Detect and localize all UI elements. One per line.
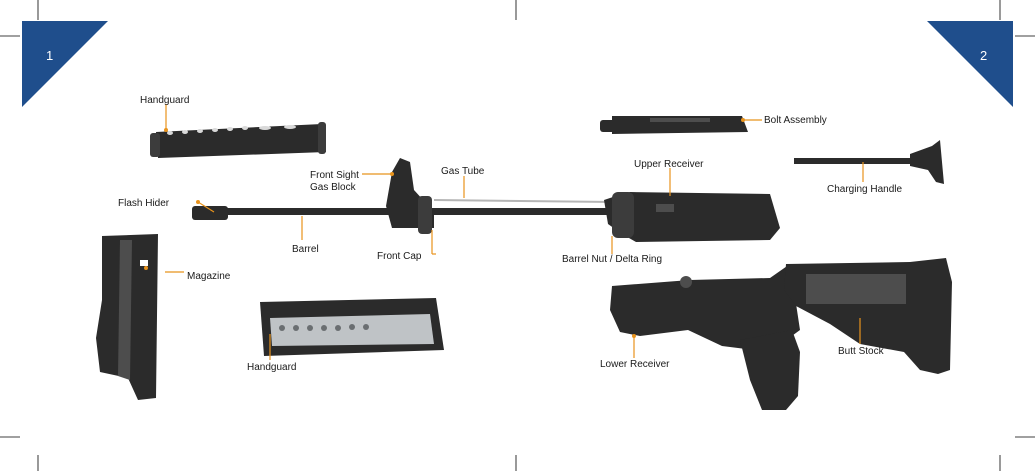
page-corner-right	[927, 21, 1013, 107]
label-gas-block: Gas Block	[310, 182, 357, 193]
label-lower-receiver: Lower Receiver	[600, 359, 670, 370]
label-magazine: Magazine	[187, 271, 231, 282]
label-front-sight: Front Sight	[310, 170, 359, 181]
lower-receiver-part	[610, 264, 800, 410]
page-number-left: 1	[46, 48, 53, 63]
charging-handle-part	[794, 140, 944, 184]
upper-receiver-part	[604, 192, 780, 242]
handguard-bottom-part	[260, 298, 444, 356]
label-barrel-nut: Barrel Nut / Delta Ring	[562, 254, 662, 265]
page-number-right: 2	[980, 48, 987, 63]
label-charging-handle: Charging Handle	[827, 184, 902, 195]
page-corner-left	[22, 21, 108, 107]
label-handguard-top: Handguard	[140, 95, 189, 106]
label-barrel: Barrel	[292, 244, 319, 255]
label-bolt-assembly: Bolt Assembly	[764, 115, 827, 126]
bolt-assembly-part	[600, 116, 748, 134]
label-butt-stock: Butt Stock	[838, 346, 885, 357]
label-handguard-bottom: Handguard	[247, 362, 296, 373]
gas-tube-part	[434, 200, 614, 202]
label-gas-tube: Gas Tube	[441, 166, 485, 177]
label-flash-hider: Flash Hider	[118, 198, 170, 209]
front-sight-part	[386, 158, 434, 234]
label-upper-receiver: Upper Receiver	[634, 159, 704, 170]
magazine-part	[96, 234, 158, 400]
label-front-cap: Front Cap	[377, 251, 422, 262]
handguard-top-part	[150, 122, 326, 158]
